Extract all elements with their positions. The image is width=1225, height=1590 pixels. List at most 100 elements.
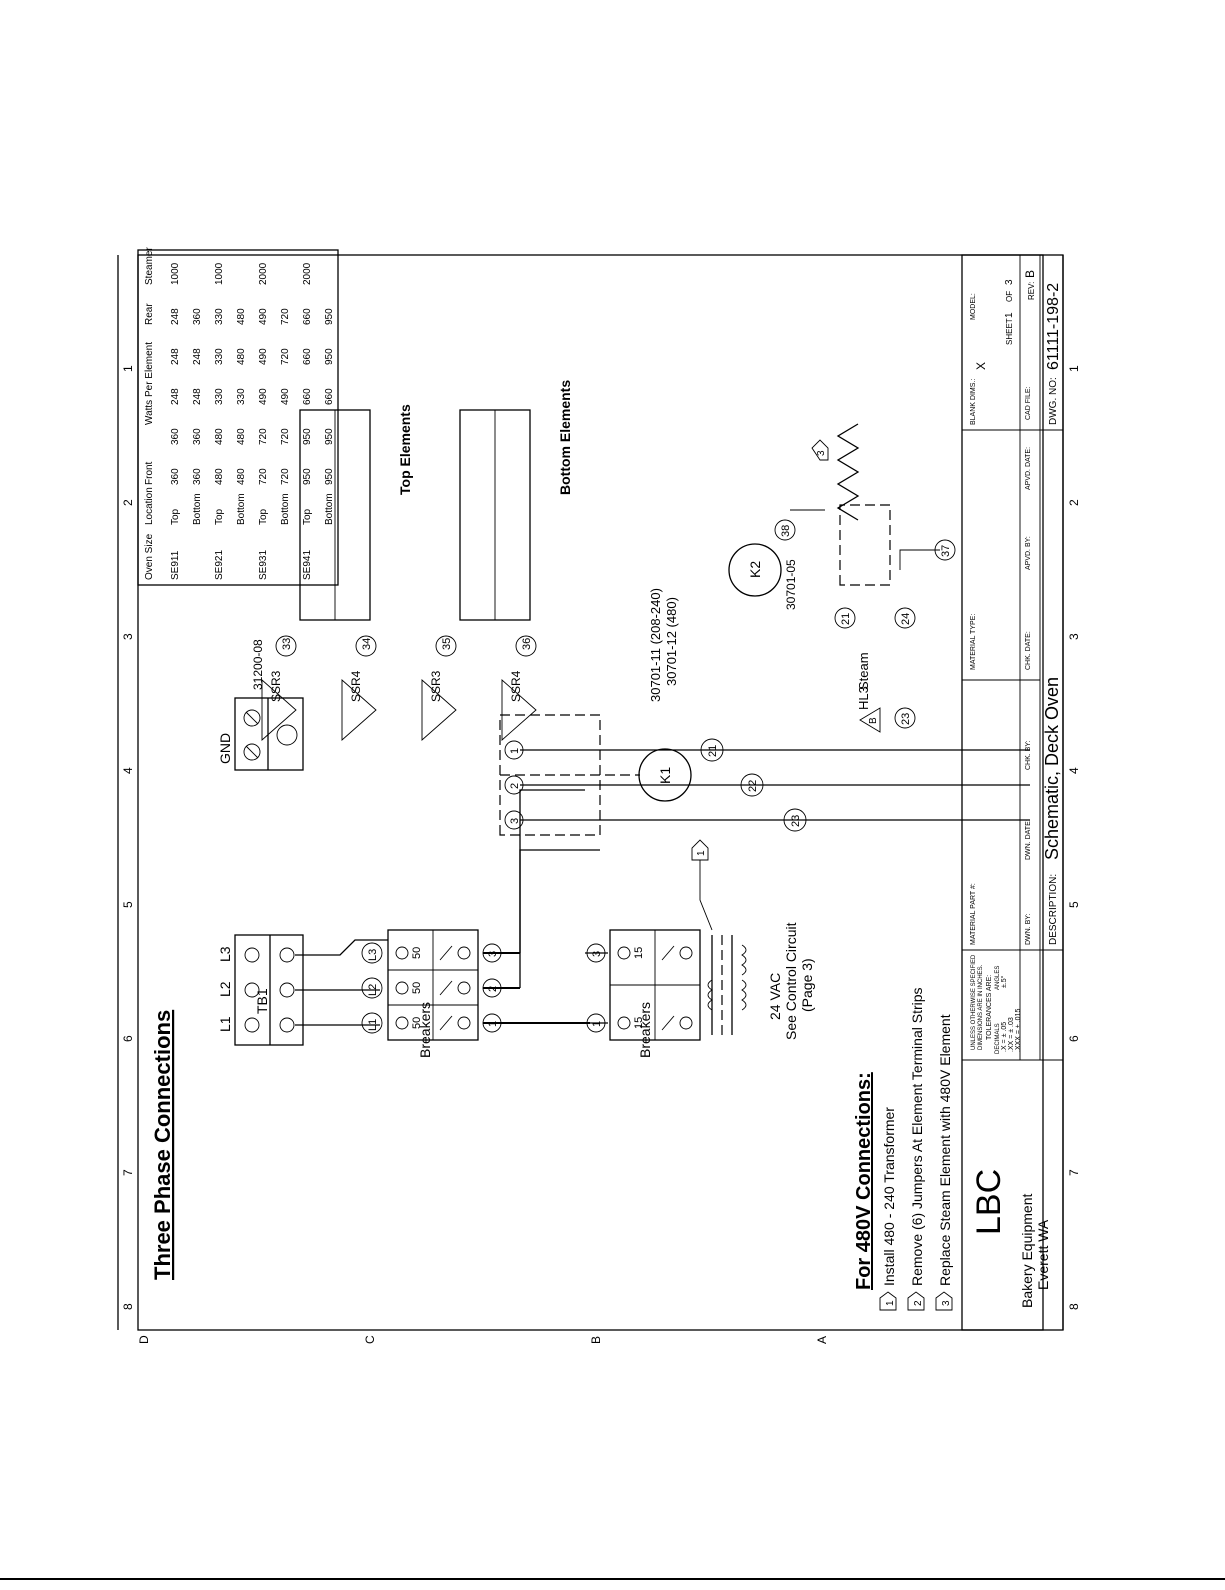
tol-4: DECIMALS [995, 1023, 1001, 1054]
hl3-text: Steam [856, 652, 871, 690]
zone-number: 3 [121, 633, 135, 640]
table-header: Location [144, 487, 155, 525]
k1-wire-2: 2 [509, 783, 521, 789]
breaker-ctrl-rating-1: 15 [633, 1017, 645, 1029]
table-cell: 1000 [170, 262, 181, 285]
dwg-no: 61111-198-2 [1045, 283, 1062, 370]
table-cell: 330 [214, 388, 225, 405]
table-cell: 720 [280, 468, 291, 485]
breaker-main-rating-2: 50 [411, 982, 423, 994]
table-cell: 490 [258, 388, 269, 405]
zone-number: 2 [121, 499, 135, 506]
apvd-date: APVD. DATE: [1025, 447, 1032, 490]
wire-21: 21 [707, 745, 719, 757]
drawing-border [137, 254, 1044, 1331]
table-cell: SE911 [170, 550, 181, 580]
breaker-main-rating-1: 50 [411, 1017, 423, 1029]
table-cell: 490 [258, 308, 269, 325]
note-1-num: 1 [885, 1300, 896, 1306]
tol-9: ±.5° [1000, 975, 1008, 988]
rev: B [1023, 270, 1037, 278]
tol-2: DIMENSIONS ARE IN INCHES. [978, 964, 984, 1050]
bottom-ssr3-wire: 35 [441, 638, 453, 650]
zone-letter: A [815, 1336, 829, 1344]
logo: LBC [970, 1169, 1008, 1235]
top-ssr3: SSR3 [269, 670, 283, 702]
note-2-text: Remove (6) Jumpers At Element Terminal S… [909, 987, 925, 1286]
breaker-ctrl-rating-2: 15 [633, 947, 645, 959]
k2-wire-37: 37 [940, 545, 952, 557]
top-elements-label: Top Elements [397, 404, 413, 495]
bottom-elements-group: Bottom Elements SSR3 SSR4 35 36 [421, 380, 573, 741]
tb1-terminals [244, 947, 295, 1033]
transformer-note-flag: 1 [696, 850, 707, 856]
table-cell: 248 [170, 388, 181, 405]
note-3: 3 Replace Steam Element with 480V Elemen… [935, 1014, 953, 1311]
table-cell: 360 [192, 428, 203, 445]
breaker-main-block [387, 929, 479, 1041]
ssr-part-line1: 30701-11 (208-240) [648, 588, 663, 702]
table-cell: Bottom [324, 493, 335, 525]
gnd-block [234, 697, 304, 771]
table-cell: SE931 [258, 550, 269, 580]
of-label: OF [1005, 291, 1014, 302]
company-2: Everett WA [1035, 1219, 1051, 1290]
note-3-num: 3 [941, 1300, 952, 1306]
table-cell: 480 [214, 428, 225, 445]
table-cell: SE921 [214, 550, 225, 580]
zone-number: 6 [121, 1035, 135, 1042]
gnd-label: GND [217, 733, 233, 764]
table-cell: 950 [302, 428, 313, 445]
title-block [961, 254, 1064, 1331]
bottom-elements-label: Bottom Elements [557, 380, 573, 495]
table-cell: 660 [302, 308, 313, 325]
wire-22: 22 [747, 780, 759, 792]
zone-number: 2 [1067, 499, 1081, 506]
note-1: 1 Install 480 - 240 Transformer [879, 1107, 897, 1311]
table-cell: Bottom [236, 493, 247, 525]
sheet-no: 1 [1004, 312, 1015, 318]
table-cell: 950 [324, 468, 335, 485]
table-cell: 330 [236, 388, 247, 405]
page-title: Three Phase Connections [150, 1010, 175, 1280]
table-cell: 660 [302, 348, 313, 365]
zone-number: 5 [121, 901, 135, 908]
k1-wire-3: 3 [509, 818, 521, 824]
table-header: Steamer [144, 247, 155, 285]
transformer-line1: 24 VAC [767, 973, 783, 1020]
contactor-k2 [728, 423, 940, 597]
tb1-l2: L2 [217, 981, 233, 997]
tb1-label: TB1 [254, 988, 270, 1014]
breakers-main-label: Breakers [417, 1002, 433, 1058]
tol-6: .X = ± .05 [1001, 1022, 1008, 1052]
table-cell: 248 [192, 348, 203, 365]
top-ssr3-wire: 33 [281, 638, 293, 650]
bottom-ssr4-wire: 36 [521, 638, 533, 650]
table-cell: 720 [280, 348, 291, 365]
table-cell: 330 [214, 308, 225, 325]
hl3-label: HL3 [856, 686, 871, 710]
note-2-num: 2 [913, 1300, 924, 1306]
table-cell: 2000 [302, 262, 313, 285]
table-cell: 1000 [214, 262, 225, 285]
zone-number: 4 [121, 767, 135, 774]
table-cell: 720 [280, 428, 291, 445]
table-cell: 660 [302, 388, 313, 405]
table-cell: Bottom [192, 493, 203, 525]
rev-label: REV: [1027, 282, 1036, 300]
tol-5: ANGLES [995, 966, 1001, 990]
bubble-l3: L3 [367, 949, 379, 961]
zone-number: 3 [1067, 633, 1081, 640]
zone-number: 5 [1067, 901, 1081, 908]
table-cell: 720 [280, 308, 291, 325]
hl3-flag: B [868, 717, 879, 724]
table-cell: 720 [258, 468, 269, 485]
table-header: Oven Size [144, 533, 155, 580]
table-cell: 490 [280, 388, 291, 405]
breaker-main-contacts [395, 945, 471, 1031]
line-bubbles [361, 942, 383, 1034]
